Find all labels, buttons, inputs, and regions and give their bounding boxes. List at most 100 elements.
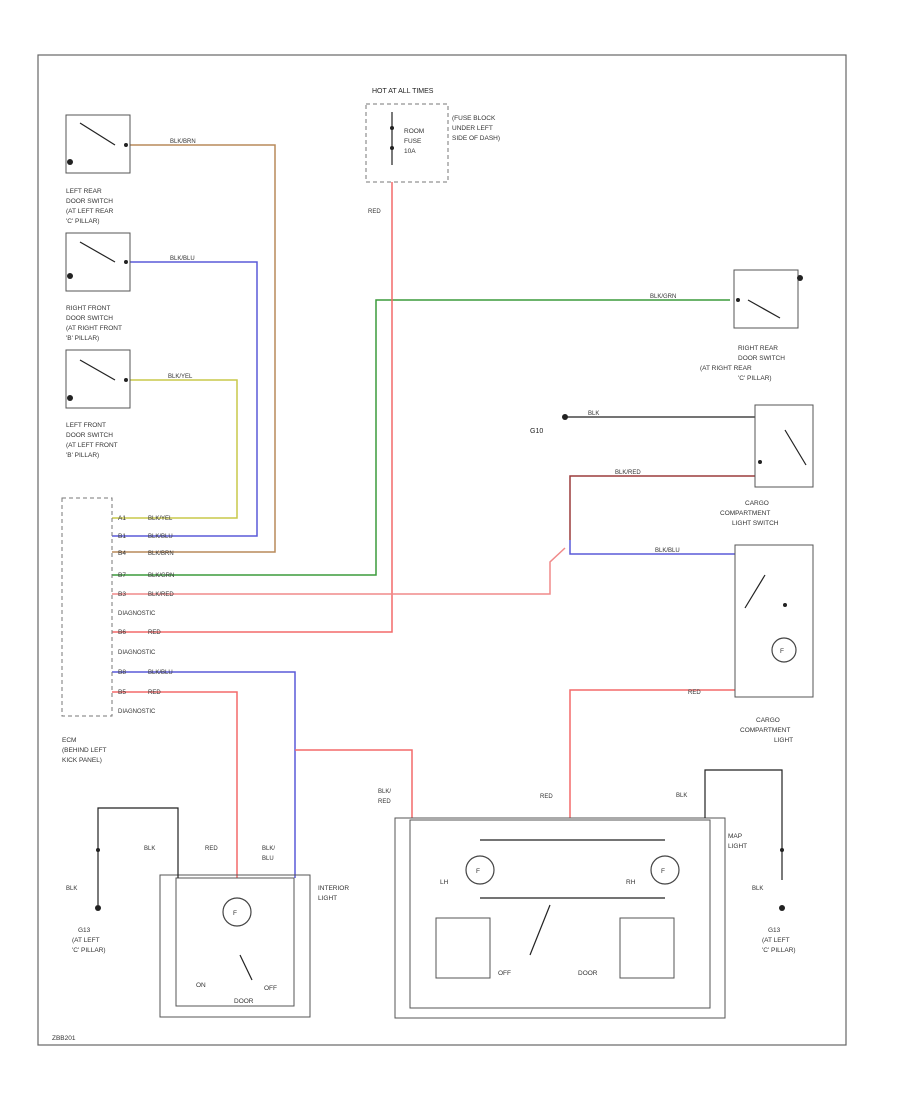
svg-text:10A: 10A: [404, 148, 416, 155]
svg-text:F: F: [233, 910, 237, 917]
svg-text:RED: RED: [688, 690, 701, 696]
wires: [112, 144, 755, 878]
svg-text:DOOR SWITCH: DOOR SWITCH: [66, 198, 113, 205]
svg-text:BLK/: BLK/: [378, 789, 391, 795]
svg-text:(FUSE BLOCK: (FUSE BLOCK: [452, 115, 496, 122]
wire-red-int: [112, 691, 238, 878]
svg-text:RED: RED: [540, 794, 553, 800]
svg-text:DOOR: DOOR: [578, 970, 598, 977]
wire-blk-blu-cargo: [569, 540, 735, 555]
svg-text:BLK/BLU: BLK/BLU: [148, 534, 173, 540]
svg-text:(AT RIGHT FRONT: (AT RIGHT FRONT: [66, 325, 122, 332]
cargo-compartment-light: F RED CARGO COMPARTMENT LIGHT: [688, 544, 814, 744]
left-rear-door-switch: BLK/BRN LEFT REAR DOOR SWITCH (AT LEFT R…: [65, 114, 196, 225]
svg-text:(BEHIND LEFT: (BEHIND LEFT: [62, 747, 106, 754]
interior-light: BLK BLK G13 (AT LEFT 'C' PILLAR) RED BLK…: [66, 807, 349, 1018]
svg-text:F: F: [780, 648, 784, 655]
cargo-compartment-light-switch: G10 BLK BLK/RED BLK/BLU CARGO COMPARTMEN…: [530, 404, 814, 554]
svg-text:COMPARTMENT: COMPARTMENT: [720, 510, 770, 517]
svg-text:(AT RIGHT REAR: (AT RIGHT REAR: [700, 365, 752, 372]
svg-text:B1: B1: [118, 533, 126, 540]
svg-text:DOOR: DOOR: [234, 998, 254, 1005]
svg-text:BLK: BLK: [66, 886, 77, 892]
svg-text:BLK/YEL: BLK/YEL: [148, 516, 173, 522]
svg-text:OFF: OFF: [498, 970, 511, 977]
svg-text:(AT LEFT FRONT: (AT LEFT FRONT: [66, 442, 118, 449]
footer-code: ZBB201: [52, 1035, 76, 1042]
wire-blk-yel: [112, 379, 238, 519]
svg-text:RIGHT REAR: RIGHT REAR: [738, 345, 778, 352]
svg-text:DOOR SWITCH: DOOR SWITCH: [66, 432, 113, 439]
svg-text:CARGO: CARGO: [745, 500, 769, 507]
wire-red-fuse: [112, 182, 393, 633]
svg-text:LIGHT SWITCH: LIGHT SWITCH: [732, 520, 779, 527]
svg-text:F: F: [661, 868, 665, 875]
svg-text:BLK/GRN: BLK/GRN: [650, 294, 676, 300]
svg-text:DOOR SWITCH: DOOR SWITCH: [66, 315, 113, 322]
svg-text:F: F: [476, 868, 480, 875]
wire-blk-red-ecm: [112, 547, 566, 595]
svg-text:LEFT REAR: LEFT REAR: [66, 188, 102, 195]
left-front-door-switch: BLK/YEL LEFT FRONT DOOR SWITCH (AT LEFT …: [65, 349, 193, 459]
svg-text:MAP: MAP: [728, 833, 742, 840]
svg-text:BLK: BLK: [144, 846, 155, 852]
svg-text:'C' PILLAR): 'C' PILLAR): [72, 947, 106, 954]
svg-text:'C' PILLAR): 'C' PILLAR): [738, 375, 772, 382]
right-rear-door-switch: BLK/GRN RIGHT REAR DOOR SWITCH (AT RIGHT…: [650, 269, 803, 382]
svg-text:RH: RH: [626, 879, 636, 886]
map-light: F F LH RH OFF DOOR BLK/ RED RED BLK MAP …: [378, 769, 796, 1019]
svg-text:'C' PILLAR): 'C' PILLAR): [66, 218, 100, 225]
svg-text:FUSE: FUSE: [404, 138, 422, 145]
fuse-block-header: HOT AT ALL TIMES: [372, 88, 434, 95]
svg-text:BLK/BLU: BLK/BLU: [170, 256, 195, 262]
svg-text:RIGHT FRONT: RIGHT FRONT: [66, 305, 110, 312]
svg-text:BLK/: BLK/: [262, 846, 275, 852]
wire-blk-red-cargo: [569, 475, 755, 540]
svg-text:'B' PILLAR): 'B' PILLAR): [66, 335, 99, 342]
svg-text:B7: B7: [118, 572, 126, 579]
wire-blk-brn: [112, 144, 276, 553]
fuse-block: HOT AT ALL TIMES ROOM FUSE 10A (FUSE BLO…: [365, 88, 500, 215]
svg-text:LH: LH: [440, 879, 449, 886]
svg-text:RED: RED: [205, 846, 218, 852]
svg-text:RED: RED: [378, 799, 391, 805]
svg-text:BLK/RED: BLK/RED: [148, 592, 174, 598]
svg-text:BLK/BRN: BLK/BRN: [170, 139, 196, 145]
wire-red-cargo-light: [569, 689, 735, 818]
svg-text:CARGO: CARGO: [756, 717, 780, 724]
svg-text:LIGHT: LIGHT: [318, 895, 337, 902]
wire-blk-grn: [112, 299, 730, 576]
svg-text:B3: B3: [118, 591, 126, 598]
svg-text:INTERIOR: INTERIOR: [318, 885, 349, 892]
svg-text:DIAGNOSTIC: DIAGNOSTIC: [118, 709, 156, 715]
svg-text:LIGHT: LIGHT: [728, 843, 747, 850]
svg-text:DIAGNOSTIC: DIAGNOSTIC: [118, 611, 156, 617]
wire-blk-blu-int: [112, 671, 296, 878]
right-front-door-switch: BLK/BLU RIGHT FRONT DOOR SWITCH (AT RIGH…: [65, 232, 195, 342]
svg-text:ECM: ECM: [62, 737, 76, 744]
svg-text:(AT LEFT: (AT LEFT: [762, 937, 790, 944]
svg-text:BLK/BRN: BLK/BRN: [148, 551, 174, 557]
svg-text:ROOM: ROOM: [404, 128, 424, 135]
svg-text:BLU: BLU: [262, 856, 274, 862]
svg-text:B8: B8: [118, 669, 126, 676]
fuse-wire-label: RED: [368, 209, 381, 215]
svg-text:BLK/BLU: BLK/BLU: [148, 670, 173, 676]
svg-text:UNDER LEFT: UNDER LEFT: [452, 125, 493, 132]
svg-text:'C' PILLAR): 'C' PILLAR): [762, 947, 796, 954]
svg-text:BLK: BLK: [676, 793, 687, 799]
wire-red-map: [295, 749, 413, 818]
svg-text:ON: ON: [196, 982, 206, 989]
svg-text:COMPARTMENT: COMPARTMENT: [740, 727, 790, 734]
svg-text:RED: RED: [148, 630, 161, 636]
svg-text:DIAGNOSTIC: DIAGNOSTIC: [118, 650, 156, 656]
svg-text:BLK: BLK: [752, 886, 763, 892]
svg-text:(AT LEFT: (AT LEFT: [72, 937, 100, 944]
svg-text:B5: B5: [118, 689, 126, 696]
svg-text:B4: B4: [118, 550, 126, 557]
svg-text:BLK/BLU: BLK/BLU: [655, 548, 680, 554]
svg-text:(AT LEFT REAR: (AT LEFT REAR: [66, 208, 114, 215]
svg-text:G13: G13: [78, 927, 91, 934]
svg-text:A1: A1: [118, 515, 126, 522]
